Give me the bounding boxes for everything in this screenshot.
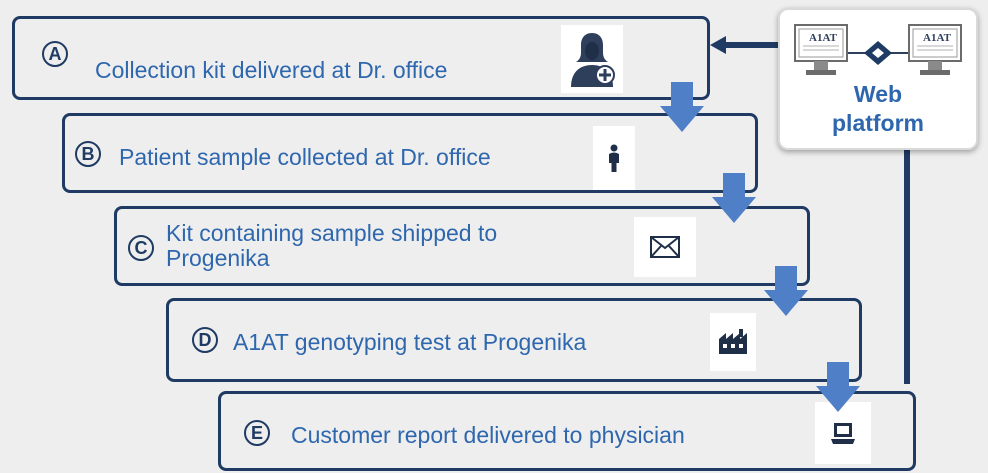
step-label: Customer report delivered to physician <box>291 422 685 448</box>
laptop-icon <box>815 402 871 464</box>
down-arrow-d-to-e <box>816 362 860 412</box>
step-d-box: D A1AT genotyping test at Progenika <box>166 298 862 382</box>
screen-label: A1AT <box>923 32 952 44</box>
step-letter: A <box>42 41 68 67</box>
step-letter: B <box>75 141 101 167</box>
envelope-icon <box>634 217 696 277</box>
person-icon <box>593 126 635 190</box>
step-label: Collection kit delivered at Dr. office <box>95 57 448 83</box>
web-platform-label: Web platform <box>832 81 924 136</box>
step-letter: E <box>244 420 270 446</box>
step-label: Kit containing sample shipped to Progeni… <box>166 220 498 271</box>
computer-icon: A1AT <box>908 24 962 75</box>
factory-icon <box>710 313 756 371</box>
down-arrow-b-to-c <box>712 173 756 223</box>
web-platform-box: A1AT A1AT Web platform <box>778 8 978 150</box>
down-arrow-a-to-b <box>660 82 704 132</box>
step-letter: D <box>192 327 218 353</box>
computer-icon: A1AT <box>794 24 848 75</box>
step-b-box: B Patient sample collected at Dr. office <box>62 113 758 193</box>
step-c-box: C Kit containing sample shipped to Proge… <box>114 206 810 286</box>
platform-to-step-a-arrow <box>710 36 782 54</box>
screen-label: A1AT <box>809 32 838 44</box>
step-letter: C <box>128 235 154 261</box>
step-a-box: A Collection kit delivered at Dr. office <box>12 16 710 100</box>
step-label: A1AT genotyping test at Progenika <box>233 329 587 355</box>
platform-connector-line <box>904 150 910 384</box>
doctor-icon <box>561 25 623 93</box>
down-arrow-c-to-d <box>764 266 808 316</box>
step-label: Patient sample collected at Dr. office <box>119 144 491 170</box>
step-e-box: E Customer report delivered to physician <box>218 391 916 471</box>
exchange-icon <box>848 41 908 65</box>
